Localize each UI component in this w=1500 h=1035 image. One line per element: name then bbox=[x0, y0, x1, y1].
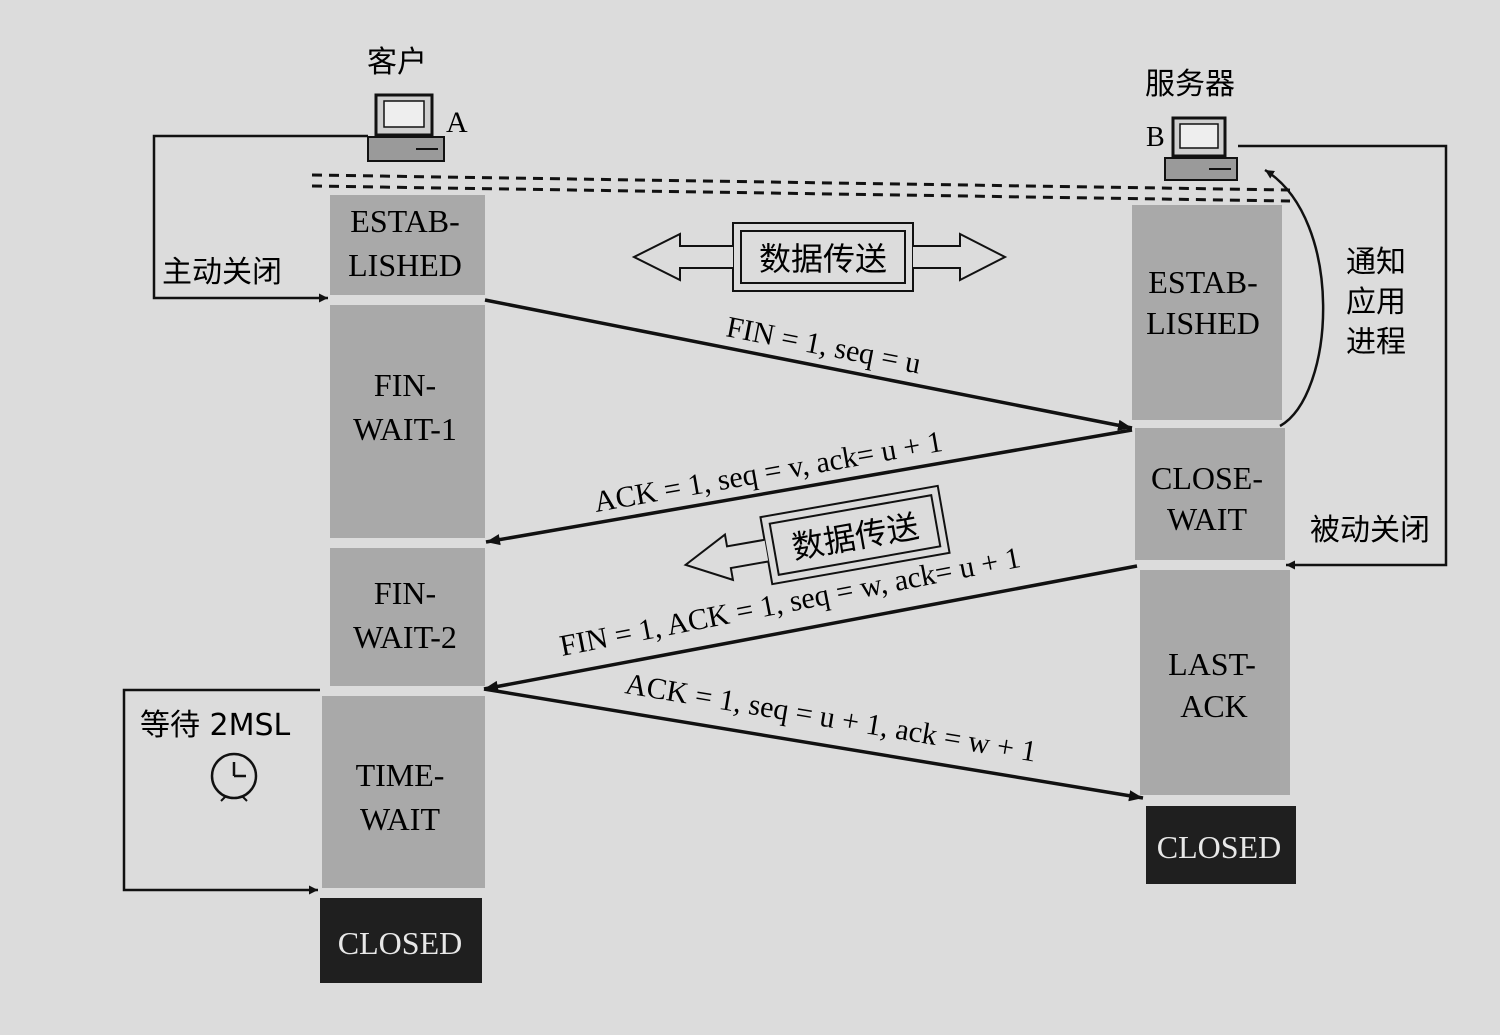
data-transfer-lower: 数据传送 bbox=[683, 484, 951, 586]
server-established-line1: ESTAB- bbox=[1148, 264, 1257, 300]
client-state-established bbox=[330, 195, 485, 295]
client-host-letter: A bbox=[446, 106, 468, 139]
client-fin-wait-1-line1: FIN- bbox=[374, 367, 436, 403]
server-state-established bbox=[1132, 205, 1282, 420]
client-state-fin-wait-1 bbox=[330, 305, 485, 538]
server-state-last-ack bbox=[1140, 570, 1290, 795]
server-closed-label: CLOSED bbox=[1157, 829, 1281, 865]
client-fin-wait-1-line2: WAIT-1 bbox=[353, 411, 457, 447]
server-host-letter: B bbox=[1146, 122, 1165, 153]
clock-icon bbox=[210, 752, 258, 802]
single-arrow-left bbox=[683, 532, 769, 582]
client-fin-wait-2-line2: WAIT-2 bbox=[353, 619, 457, 655]
data-transfer-top: 数据传送 bbox=[631, 222, 1008, 292]
client-state-fin-wait-2 bbox=[330, 548, 485, 686]
client-time-wait-line2: WAIT bbox=[360, 801, 440, 837]
double-arrow-left bbox=[631, 232, 733, 282]
passive-close-connector bbox=[1238, 144, 1448, 570]
notify-app-line1: 通知 bbox=[1346, 245, 1406, 280]
server-last-ack-line2: ACK bbox=[1180, 688, 1248, 724]
client-time-wait-line1: TIME- bbox=[356, 757, 445, 793]
server-state-close-wait bbox=[1135, 428, 1285, 560]
message-arrow-final-ack bbox=[483, 687, 1144, 802]
message-arrow-ack bbox=[485, 428, 1133, 546]
client-established-line2: LISHED bbox=[348, 247, 462, 283]
server-last-ack-line1: LAST- bbox=[1168, 646, 1256, 682]
client-state-closed bbox=[320, 898, 482, 983]
message-label-final-ack: ACK = 1, seq = u + 1, ack = w + 1 bbox=[623, 667, 1039, 768]
server-close-wait-line1: CLOSE- bbox=[1151, 460, 1263, 496]
notify-app-arrow bbox=[1264, 168, 1325, 428]
wait-2msl-label: 等待 2MSL bbox=[140, 708, 291, 743]
message-label-fin: FIN = 1, seq = u bbox=[724, 310, 924, 380]
double-arrow-right bbox=[913, 232, 1008, 282]
passive-close-label: 被动关闭 bbox=[1310, 513, 1430, 548]
message-arrow-fin-ack bbox=[483, 564, 1138, 692]
client-state-time-wait bbox=[322, 696, 485, 888]
wait-2msl-connector bbox=[122, 688, 320, 895]
server-close-wait-line2: WAIT bbox=[1167, 501, 1247, 537]
server-label: 服务器 bbox=[1145, 67, 1235, 102]
client-closed-label: CLOSED bbox=[338, 925, 462, 961]
server-established-line2: LISHED bbox=[1146, 305, 1260, 341]
computer-icon bbox=[367, 93, 445, 162]
notify-app-line2: 应用 bbox=[1346, 285, 1406, 320]
notify-app-line3: 进程 bbox=[1346, 325, 1406, 360]
client-fin-wait-2-line1: FIN- bbox=[374, 575, 436, 611]
server-state-closed bbox=[1146, 806, 1296, 884]
active-close-connector bbox=[152, 134, 368, 303]
data-transfer-label-top: 数据传送 bbox=[759, 240, 887, 278]
active-close-label: 主动关闭 bbox=[162, 255, 282, 290]
computer-icon bbox=[1164, 116, 1238, 181]
message-arrow-fin bbox=[484, 298, 1133, 431]
client-label: 客户 bbox=[367, 45, 427, 80]
client-established-line1: ESTAB- bbox=[350, 203, 459, 239]
